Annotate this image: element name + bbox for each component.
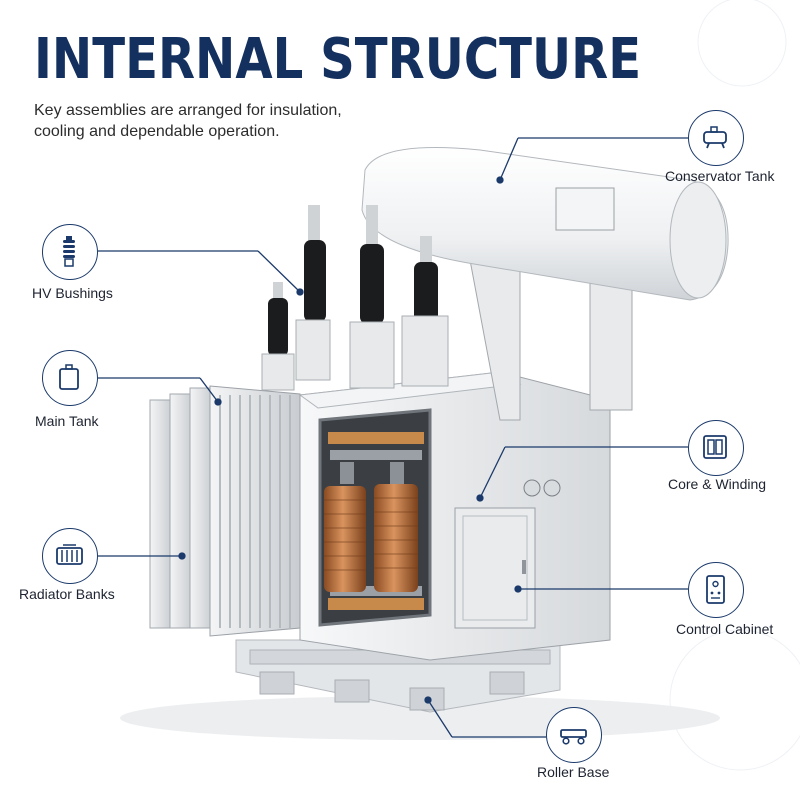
bushings-callout-icon [42, 224, 98, 280]
leader-dot [424, 696, 432, 704]
roller-base-label: Roller Base [537, 764, 610, 780]
radiator-icon [56, 544, 83, 565]
main-tank-icon [59, 364, 79, 390]
radiator-banks [149, 385, 301, 637]
leader-dot [476, 494, 484, 502]
conservator-tank-shape [361, 147, 729, 301]
core-cutaway [318, 408, 432, 627]
leader-dot [214, 398, 222, 406]
conservator-tank-label: Conservator Tank [665, 168, 775, 184]
roller-base-icon [560, 729, 587, 745]
leader-dot [296, 288, 304, 296]
hv-bushing-left [295, 205, 331, 381]
leader-dot [514, 585, 522, 593]
decor-circle [669, 629, 800, 771]
core-winding-callout-icon [688, 420, 744, 476]
core-winding-label: Core & Winding [668, 476, 767, 492]
leader-lines [98, 137, 688, 738]
conservator-supports [469, 249, 633, 421]
roller-base-callout-icon [546, 707, 602, 763]
main-tank-callout-icon [42, 350, 98, 406]
main-tank-label: Main Tank [35, 413, 99, 429]
radiator-callout-icon [42, 528, 98, 584]
conservator-callout-icon [688, 110, 744, 166]
hv-bushings-label: HV Bushings [32, 285, 113, 301]
decor-circle [697, 0, 787, 87]
hv-bushing-center [349, 205, 395, 389]
control-cabinet-callout-icon [688, 562, 744, 618]
control-cabinet-icon [706, 575, 725, 604]
leader-dot [496, 176, 504, 184]
page-subtitle: Key assemblies are arranged for insulati… [34, 102, 342, 140]
radiator-banks-label: Radiator Banks [19, 586, 115, 602]
core-winding-icon [703, 435, 727, 459]
lv-bushing [261, 282, 295, 391]
bushing-icon [63, 236, 75, 267]
control-cabinet [454, 479, 561, 629]
hv-bushing-right [401, 236, 449, 387]
control-cabinet-label: Control Cabinet [676, 621, 774, 637]
leader-dot [178, 552, 186, 560]
page-title: INTERNAL STRUCTURE [34, 27, 642, 92]
tank-icon [703, 126, 727, 149]
